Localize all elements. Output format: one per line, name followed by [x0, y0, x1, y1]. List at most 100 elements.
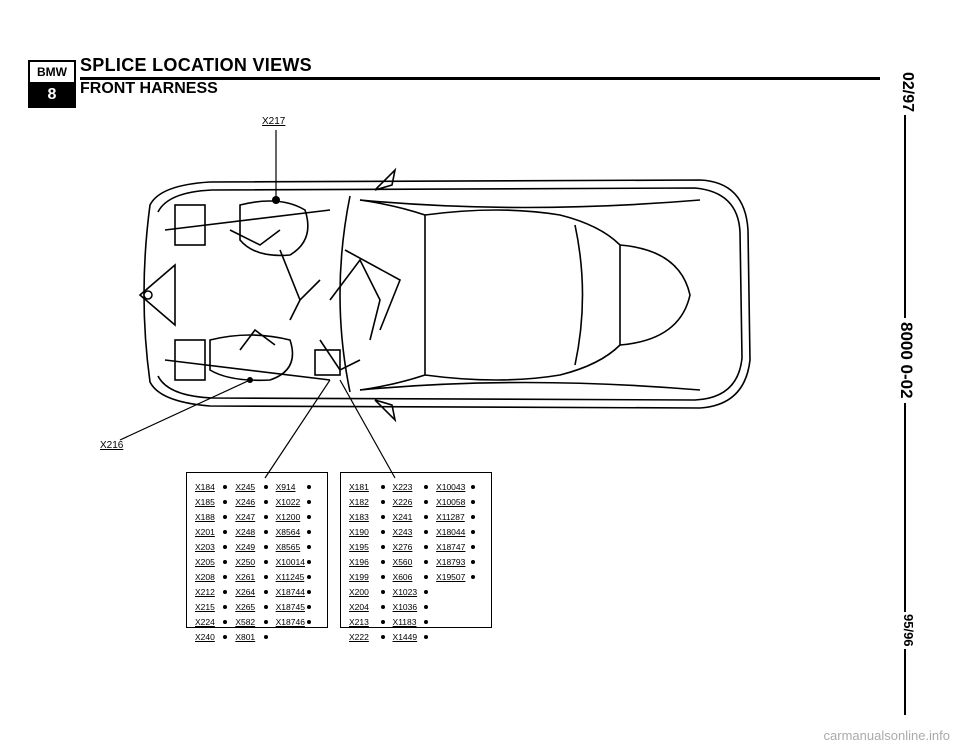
splice-cell: X1023: [393, 587, 437, 597]
splice-dot-icon: [223, 559, 228, 564]
splice-dot-icon: [380, 544, 385, 549]
splice-code: X181: [349, 481, 369, 492]
splice-cell: X1200: [276, 512, 319, 522]
splice-dot-icon: [424, 559, 429, 564]
splice-dot-icon: [470, 529, 475, 534]
splice-code: X196: [349, 556, 369, 567]
splice-dot-icon: [307, 574, 312, 579]
splice-code: X606: [392, 571, 413, 582]
splice-code: X1183: [392, 616, 417, 627]
splice-dot-icon: [307, 529, 312, 534]
watermark-text: carmanualsonline.info: [823, 728, 950, 743]
splice-cell: X276: [393, 542, 437, 552]
splice-dot-icon: [470, 514, 475, 519]
splice-dot-icon: [380, 604, 385, 609]
splice-cell: X261: [235, 572, 275, 582]
splice-code: X205: [195, 556, 215, 567]
splice-dot-icon: [424, 574, 429, 579]
splice-dot-icon: [424, 499, 429, 504]
splice-cell: X1036: [393, 602, 437, 612]
splice-cell: X264: [235, 587, 275, 597]
splice-code: X560: [392, 556, 413, 567]
splice-dot-icon: [307, 484, 312, 489]
splice-dot-icon: [470, 484, 475, 489]
title-rule: [80, 77, 880, 80]
splice-cell: X18746: [276, 617, 319, 627]
splice-code: X914: [275, 481, 296, 492]
splice-dot-icon: [263, 544, 268, 549]
splice-cell: X1449: [393, 632, 437, 642]
splice-cell: X8565: [276, 542, 319, 552]
splice-dot-icon: [307, 589, 312, 594]
splice-cell: X213: [349, 617, 393, 627]
splice-dot-icon: [263, 514, 268, 519]
splice-dot-icon: [263, 619, 268, 624]
splice-cell: X195: [349, 542, 393, 552]
splice-code: X18044: [436, 526, 466, 537]
splice-cell: X248: [235, 527, 275, 537]
splice-code: X213: [349, 616, 369, 627]
splice-dot-icon: [223, 589, 228, 594]
splice-cell: X19507: [436, 572, 483, 582]
splice-cell: X1022: [276, 497, 319, 507]
splice-dot-icon: [424, 544, 429, 549]
splice-dot-icon: [380, 484, 385, 489]
splice-dot-icon: [307, 544, 312, 549]
side-vertical-line: [904, 115, 906, 715]
splice-code: X201: [195, 526, 215, 537]
splice-cell: X18745: [276, 602, 319, 612]
page-subtitle: FRONT HARNESS: [80, 80, 218, 97]
splice-code: X10043: [436, 481, 466, 492]
splice-cell: X246: [235, 497, 275, 507]
splice-cell: X10058: [436, 497, 483, 507]
splice-cell: X582: [235, 617, 275, 627]
splice-dot-icon: [223, 544, 228, 549]
splice-cell: X247: [235, 512, 275, 522]
splice-cell: X199: [349, 572, 393, 582]
logo-model-text: 8: [30, 84, 74, 106]
splice-cell: X265: [235, 602, 275, 612]
splice-code: X250: [235, 556, 256, 567]
splice-code: X264: [235, 586, 256, 597]
splice-cell: X1183: [393, 617, 437, 627]
splice-dot-icon: [424, 604, 429, 609]
splice-dot-icon: [470, 574, 475, 579]
splice-dot-icon: [223, 619, 228, 624]
splice-cell: X11245: [276, 572, 319, 582]
splice-dot-icon: [424, 634, 429, 639]
splice-cell: X240: [195, 632, 235, 642]
splice-dot-icon: [470, 544, 475, 549]
splice-code: X18746: [275, 616, 305, 627]
splice-dot-icon: [307, 559, 312, 564]
splice-cell: X183: [349, 512, 393, 522]
splice-dot-icon: [223, 499, 228, 504]
splice-cell: X223: [393, 482, 437, 492]
splice-code: X276: [392, 541, 413, 552]
splice-cell: X243: [393, 527, 437, 537]
splice-cell: X184: [195, 482, 235, 492]
splice-dot-icon: [424, 619, 429, 624]
splice-dot-icon: [380, 514, 385, 519]
splice-dot-icon: [263, 634, 268, 639]
bmw-emblem-icon: [143, 290, 153, 300]
callout-x216: X216: [100, 440, 124, 451]
splice-dot-icon: [263, 589, 268, 594]
splice-cell: X249: [235, 542, 275, 552]
splice-cell: X224: [195, 617, 235, 627]
splice-cell: X18793: [436, 557, 483, 567]
splice-cell: X215: [195, 602, 235, 612]
splice-code: X801: [235, 631, 256, 642]
table-row: X196 X560 X18793: [349, 554, 483, 569]
